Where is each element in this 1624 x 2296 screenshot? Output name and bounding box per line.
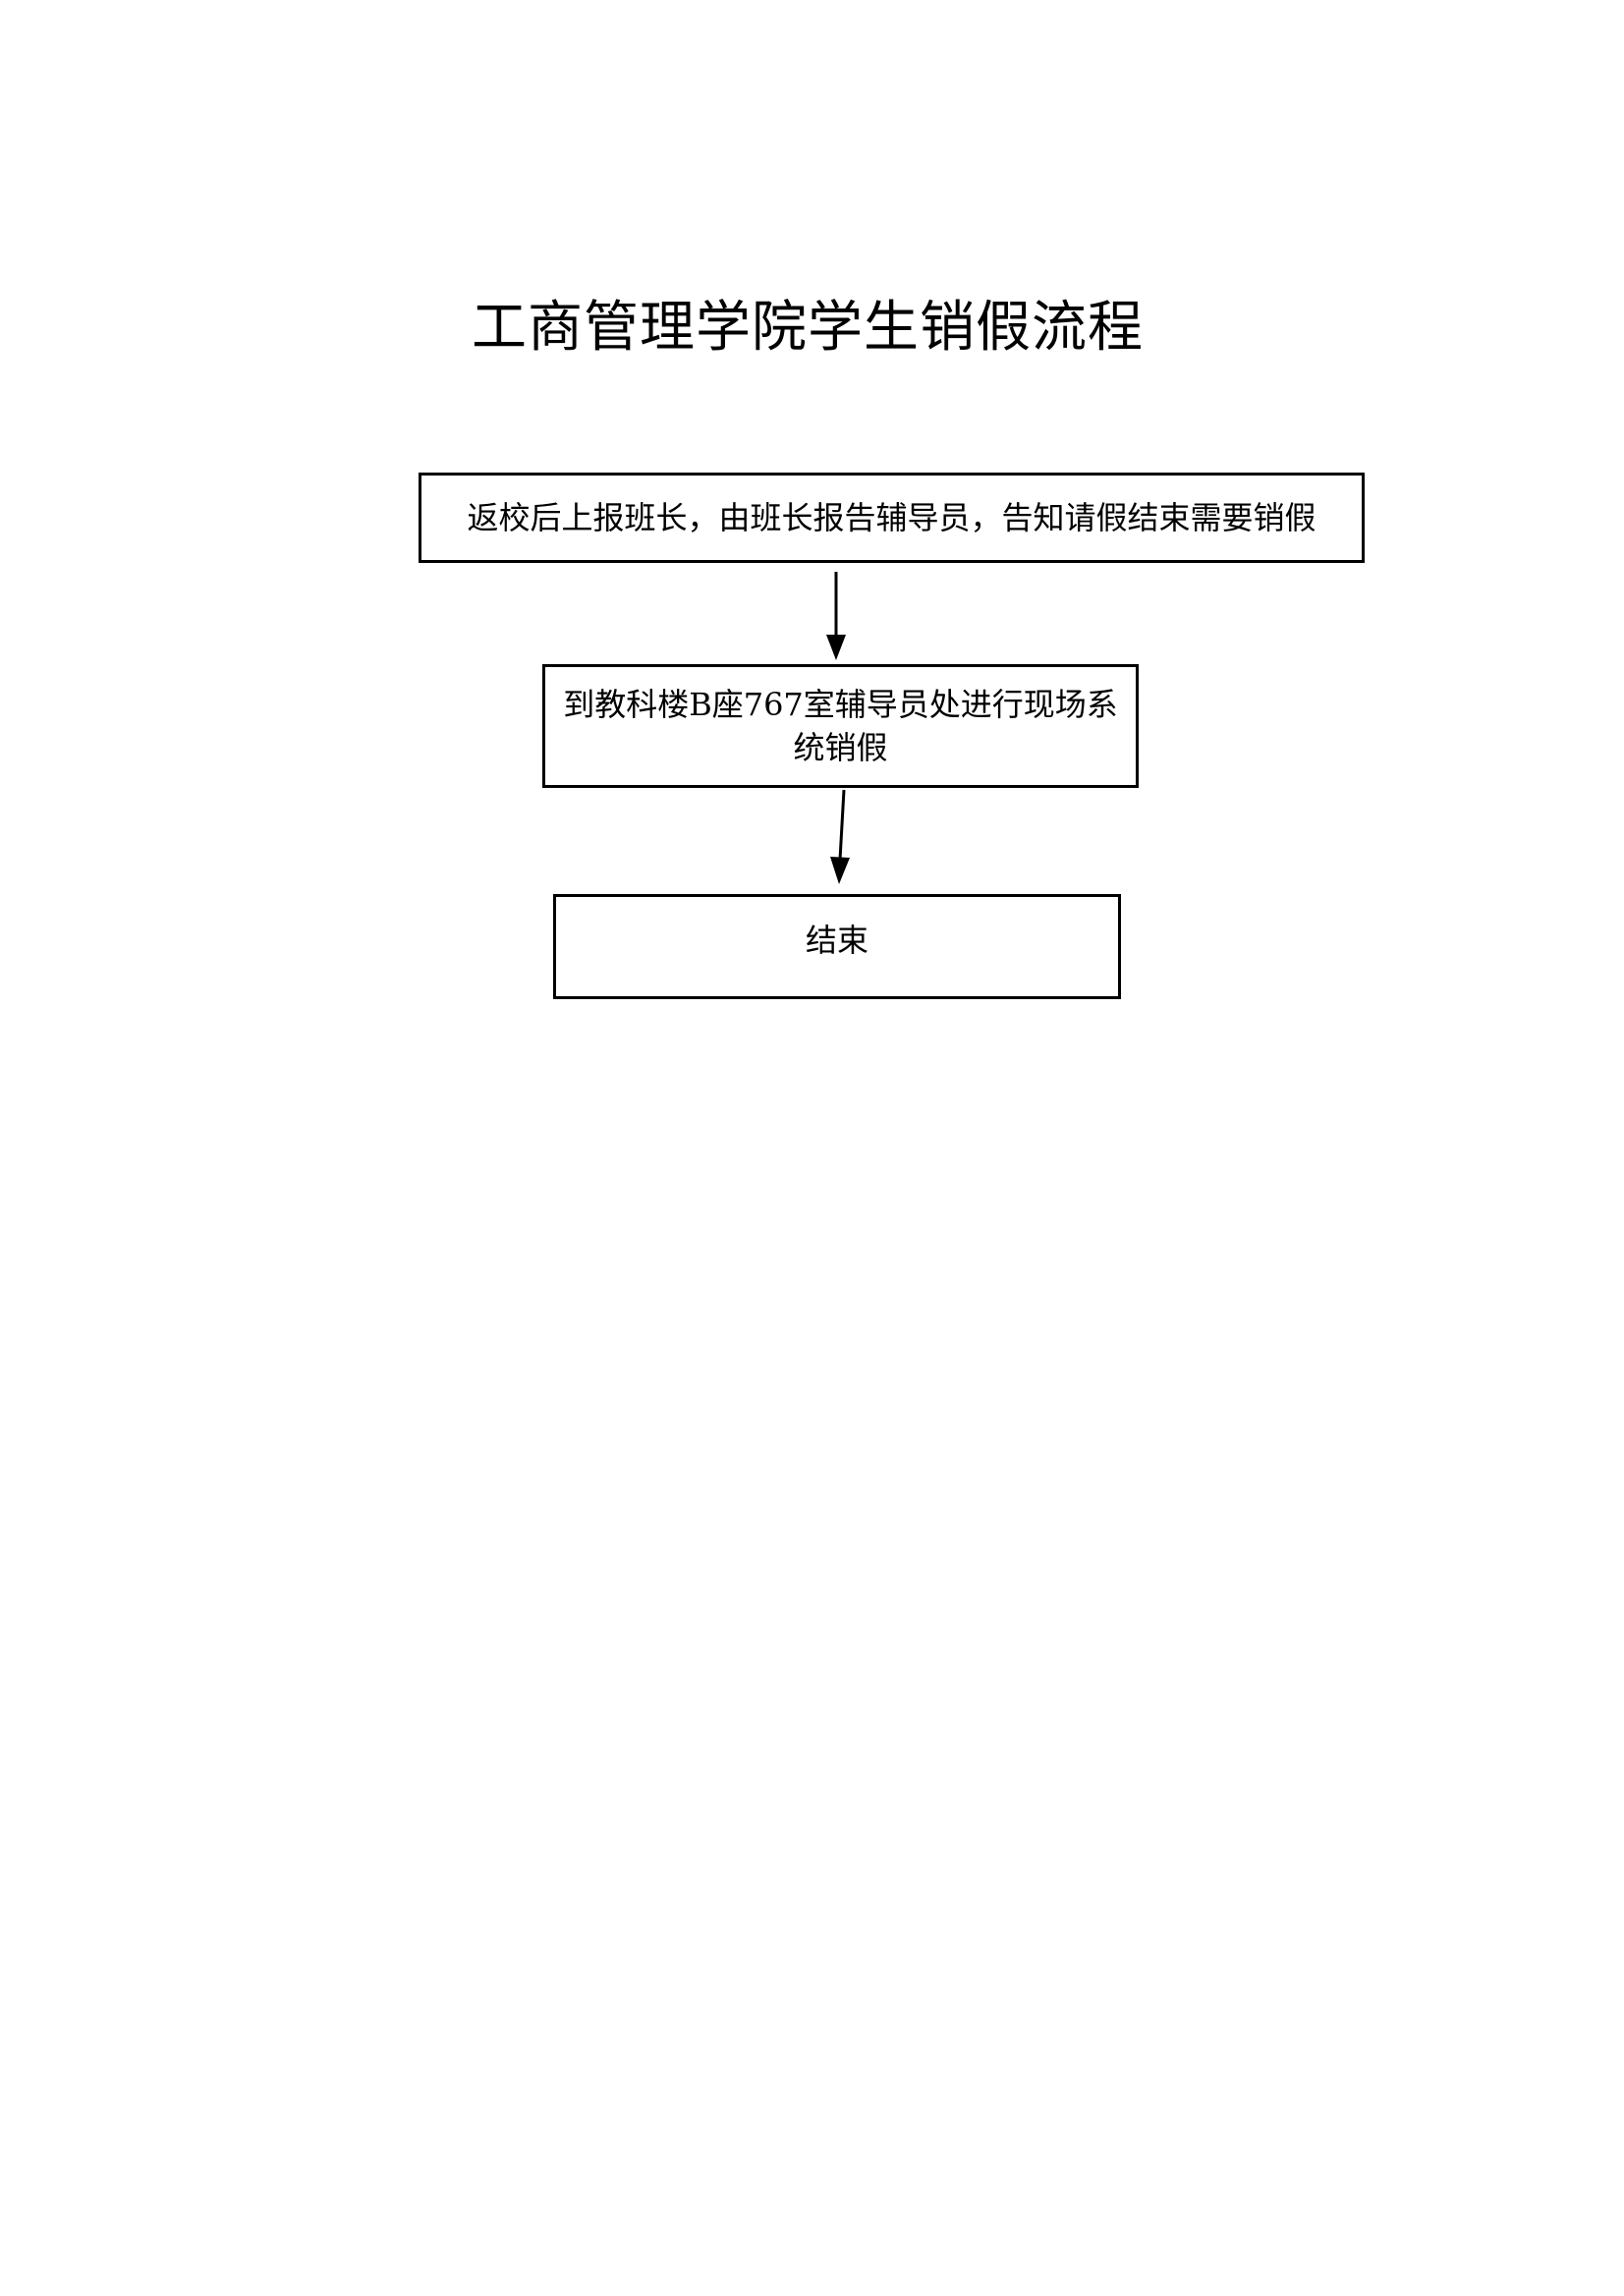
flow-step-onsite-cancel: 到教科楼B座767室辅导员处进行现场系统销假 — [542, 664, 1139, 788]
page-title: 工商管理学院学生销假流程 — [472, 296, 1144, 360]
arrow-step1-to-step2 — [826, 572, 846, 660]
flow-step-end: 结束 — [553, 894, 1121, 999]
flow-step-label: 返校后上报班长，由班长报告辅导员，告知请假结束需要销假 — [467, 499, 1316, 536]
flow-step-report-return: 返校后上报班长，由班长报告辅导员，告知请假结束需要销假 — [419, 473, 1365, 563]
flow-step-label: 结束 — [805, 922, 868, 959]
arrow-step2-to-step3 — [830, 789, 850, 884]
flow-step-label: 到教科楼B座767室辅导员处进行现场系统销假 — [563, 686, 1118, 766]
